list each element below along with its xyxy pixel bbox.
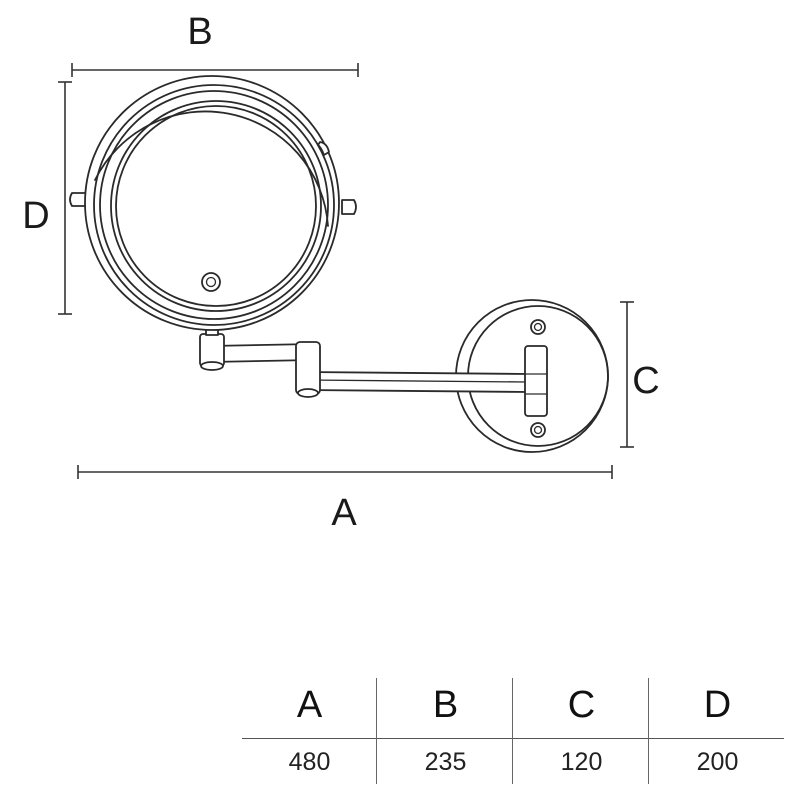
dimension-b: B (71, 11, 359, 77)
table-column-d: D 200 (650, 678, 785, 784)
column-header: C (567, 684, 596, 726)
table-divider (242, 738, 784, 739)
label-b: B (187, 11, 212, 53)
dimension-c: C (620, 301, 660, 448)
dimension-d: D (22, 81, 72, 315)
dimension-table: A 480 B 235 C 120 D 200 (242, 678, 784, 784)
table-column-b: B 235 (378, 678, 513, 784)
round-mirror (69, 75, 357, 331)
column-value: 480 (288, 748, 331, 776)
power-button-icon (201, 272, 221, 292)
table-column-a: A 480 (242, 678, 377, 784)
column-divider (376, 678, 377, 784)
column-header: A (296, 684, 323, 726)
dimension-a: A (77, 465, 613, 534)
label-a: A (331, 492, 357, 534)
column-divider (648, 678, 649, 784)
swing-arm (199, 325, 548, 417)
table-column-c: C 120 (514, 678, 649, 784)
label-d: D (22, 195, 49, 237)
column-divider (512, 678, 513, 784)
label-c: C (632, 360, 659, 402)
column-header: D (703, 684, 732, 726)
column-value: 200 (696, 748, 739, 776)
column-value: 235 (424, 748, 467, 776)
column-header: B (432, 684, 459, 726)
column-value: 120 (560, 748, 603, 776)
